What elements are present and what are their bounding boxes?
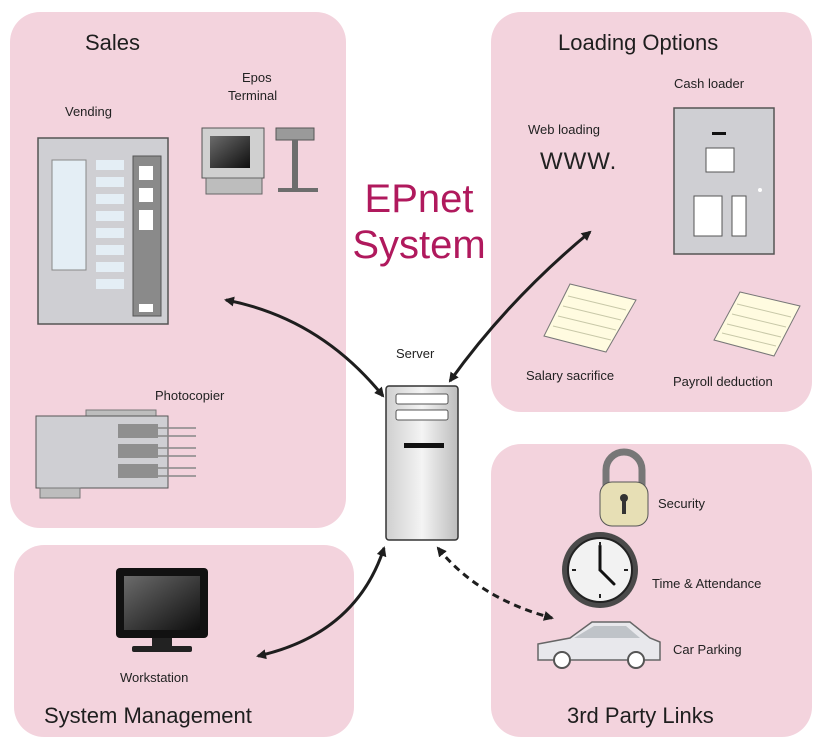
arrow-server-to-sales [224,296,385,398]
photocopier-label: Photocopier [155,388,225,403]
cash-loader-icon [673,107,775,255]
security-label: Security [658,496,705,511]
sales-title: Sales [85,30,141,55]
payroll-deduction-label: Payroll deduction [673,374,773,389]
photocopier-icon [35,409,196,499]
document-icon [713,291,801,357]
arrow-server-to-third-party [436,546,554,621]
padlock-icon [599,448,649,527]
vending-label: Vending [65,104,112,119]
server-icon [385,385,459,541]
clock-icon [562,532,638,608]
epos-label-line1: Epos [242,70,272,85]
document-icon [543,283,637,353]
cash-loader-label: Cash loader [674,76,745,91]
workstation-label: Workstation [120,670,189,685]
loading-options-title: Loading Options [558,30,719,55]
third-party-links-title: 3rd Party Links [567,703,714,728]
epos-terminal-icon [201,127,318,195]
web-loading-label: Web loading [528,122,601,137]
vending-machine-icon [37,137,169,325]
car-parking-label: Car Parking [673,642,742,657]
server-label: Server [396,346,435,361]
workstation-icon [116,568,208,652]
arrow-server-to-loading [448,230,592,383]
arrow-server-to-workstation [256,546,387,660]
www-label: WWW. [540,148,618,175]
system-management-title: System Management [44,703,252,728]
epnet-system-title-line1: EPnet [364,177,474,221]
time-attendance-label: Time & Attendance [652,576,762,591]
epos-label-line2: Terminal [228,88,278,103]
car-icon [537,621,661,669]
